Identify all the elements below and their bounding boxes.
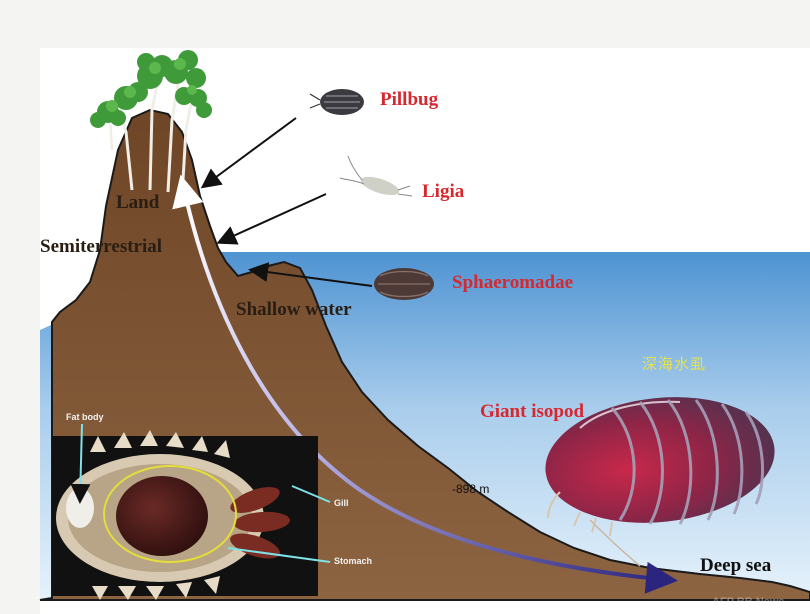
evolution-arrow (172, 174, 678, 594)
chinese-name-label: 深海水虱 (642, 355, 707, 373)
pillbug-arrow (200, 117, 297, 189)
sphaeromadae-arrow (248, 262, 373, 287)
pillbug-icon (309, 89, 364, 115)
ligia-icon (339, 155, 413, 197)
gill-label: Gill (334, 498, 349, 508)
fat-body-label: Fat body (66, 412, 104, 422)
sphaeromadae-icon (374, 268, 434, 300)
pillbug-label: Pillbug (380, 89, 439, 110)
land-label: Land (116, 192, 160, 213)
depth-label: -898 m (452, 482, 490, 496)
semiterrestrial-label: Semiterrestrial (40, 236, 163, 257)
ligia-arrow (216, 193, 327, 245)
watermark: AFP BB News (712, 596, 785, 608)
sphaeromadae-label: Sphaeromadae (452, 272, 574, 293)
giant-isopod-icon (545, 397, 775, 567)
giant-isopod-label: Giant isopod (480, 401, 585, 422)
stomach-label: Stomach (334, 556, 373, 566)
shallow-water-label: Shallow water (236, 299, 352, 320)
deep-sea-label: Deep sea (700, 555, 772, 576)
anatomy-inset (52, 423, 331, 600)
ligia-label: Ligia (422, 181, 465, 202)
trees (90, 50, 212, 197)
